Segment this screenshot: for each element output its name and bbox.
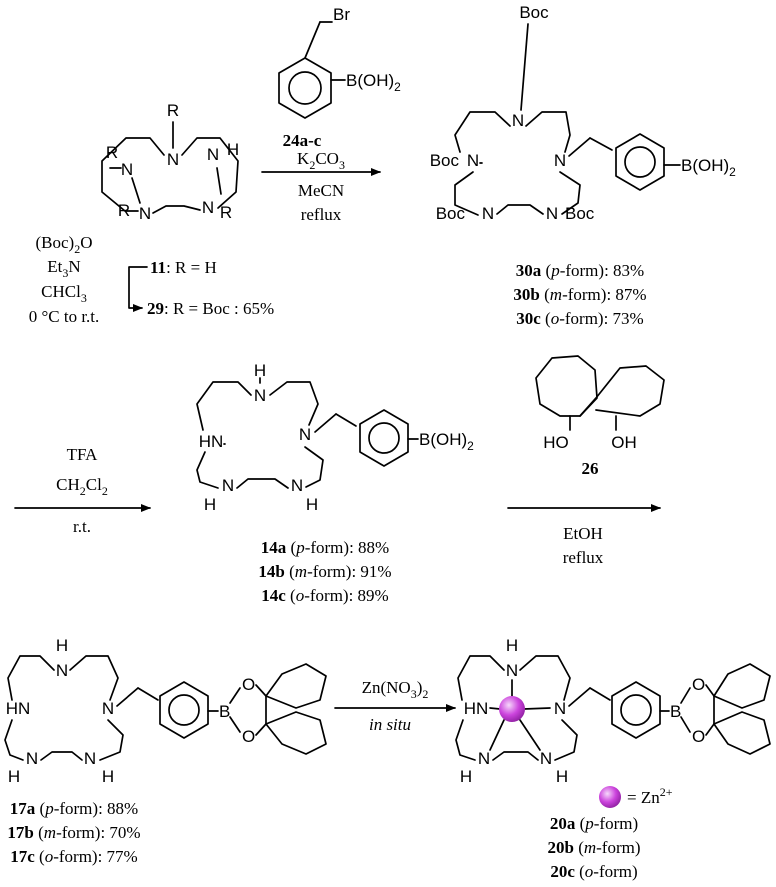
n-top: N <box>56 661 68 680</box>
boron-atom: B <box>670 702 681 721</box>
diol-oh-left: HO <box>543 433 569 452</box>
condition-reflux-2: reflux <box>563 548 604 567</box>
n-bottom-right: N <box>291 476 303 495</box>
condition-temp: 0 °C to r.t. <box>29 307 100 326</box>
zinc-ion-sphere <box>499 696 525 722</box>
n-right: N <box>554 699 566 718</box>
boron-atom: B <box>219 702 230 721</box>
cyclam-h-right: H <box>227 140 239 159</box>
condition-tfa: TFA <box>67 445 99 464</box>
compound-30-labels: 30a (p-form): 83% 30b (m-form): 87% 30c … <box>513 261 646 328</box>
zinc-legend-sphere <box>599 786 621 808</box>
compound-17-labels: 17a (p-form): 88% 17b (m-form): 70% 17c … <box>7 799 140 866</box>
reagent-24-structure: Br B(OH)2 <box>278 5 401 119</box>
hn-left: HN <box>464 699 489 718</box>
condition-boc2o: (Boc)2O <box>36 233 93 256</box>
h-top: H <box>506 636 518 655</box>
cyclam-n-top: N <box>167 150 179 169</box>
reagent-24-label: 24a-c <box>283 131 322 150</box>
h-bottom-left: H <box>8 767 20 786</box>
compound-17b-label: 17b (m-form): 70% <box>7 823 140 842</box>
zinc-legend-text: = Zn2+ <box>627 785 673 807</box>
diol-26-label: 26 <box>582 459 599 478</box>
cyclam-n-bottom-left: N <box>139 204 151 223</box>
condition-reflux: reflux <box>301 205 342 224</box>
complex-20b-label: 20b (m-form) <box>547 838 640 857</box>
condition-k2co3: K2CO3 <box>297 149 345 172</box>
condition-chcl3: CHCl3 <box>41 282 87 305</box>
diol-oh-right: OH <box>611 433 637 452</box>
nh-top-h: H <box>254 361 266 380</box>
n-left: N <box>467 151 479 170</box>
compound-30-structure: Boc N Boc N N N Boc N Boc B(OH)2 <box>430 3 736 223</box>
n-top: N <box>512 111 524 130</box>
complex-20-labels: 20a (p-form) 20b (m-form) 20c (o-form) <box>547 814 640 881</box>
h-top: H <box>56 636 68 655</box>
h-bottom-left: H <box>460 767 472 786</box>
n-bottom-right: N <box>84 749 96 768</box>
h-bottom-left: H <box>204 495 216 514</box>
bromo-atom: Br <box>333 5 350 24</box>
cyclam-r-top: R <box>167 101 179 120</box>
hn-left: HN <box>6 699 31 718</box>
boc-left: Boc <box>430 151 460 170</box>
compound-30b-label: 30b (m-form): 87% <box>513 285 646 304</box>
reagent-boronic-group: B(OH)2 <box>346 71 401 94</box>
condition-mecn: MeCN <box>298 181 344 200</box>
boc-top: Boc <box>519 3 549 22</box>
cyclam-r-structure: N R N R N H N R N R <box>101 101 239 223</box>
h-bottom-right: H <box>102 767 114 786</box>
cyclam-n-right: N <box>207 145 219 164</box>
diol-26-structure: HO OH <box>535 355 665 452</box>
condition-et3n: Et3N <box>47 257 80 280</box>
boc-bottom-right: Boc <box>565 204 595 223</box>
compound-30-boronic-group: B(OH)2 <box>681 156 736 179</box>
n-bottom-left: N <box>478 749 490 768</box>
cyclam-n-bottom-right: N <box>202 198 214 217</box>
n-right: N <box>554 151 566 170</box>
compound-17-structure: H N HN N N H N H B O O <box>4 636 327 786</box>
n-top: N <box>254 386 266 405</box>
n-bottom-left: N <box>222 476 234 495</box>
compound-11-label: 11: R = H <box>150 258 217 277</box>
n-top: N <box>506 661 518 680</box>
n-bottom-right: N <box>540 749 552 768</box>
compound-30c-label: 30c (o-form): 73% <box>516 309 643 328</box>
n-right: N <box>102 699 114 718</box>
complex-20-structure: H N HN N N H N H B O O <box>455 636 771 786</box>
hn-left: HN <box>199 432 224 451</box>
oxygen-bottom: O <box>242 727 255 746</box>
h-bottom-right: H <box>556 767 568 786</box>
n-bottom-left: N <box>482 204 494 223</box>
n-bottom-right: N <box>546 204 558 223</box>
condition-ch2cl2: CH2Cl2 <box>56 475 108 498</box>
compound-29-label: 29: R = Boc : 65% <box>147 299 274 318</box>
compound-17c-label: 17c (o-form): 77% <box>10 847 137 866</box>
compound-14-labels: 14a (p-form): 88% 14b (m-form): 91% 14c … <box>258 538 391 605</box>
compound-14a-label: 14a (p-form): 88% <box>261 538 389 557</box>
compound-14b-label: 14b (m-form): 91% <box>258 562 391 581</box>
complex-20c-label: 20c (o-form) <box>550 862 637 881</box>
compound-17a-label: 17a (p-form): 88% <box>10 799 138 818</box>
compound-14c-label: 14c (o-form): 89% <box>261 586 388 605</box>
cyclam-n-left: N <box>121 160 133 179</box>
n-bottom-left: N <box>26 749 38 768</box>
condition-in-situ: in situ <box>369 715 411 734</box>
condition-zinc-nitrate: Zn(NO3)2 <box>362 678 429 701</box>
oxygen-top: O <box>692 675 705 694</box>
compound-14-structure: H N HN N N H N H B(OH)2 <box>196 361 474 514</box>
cyclam-r-bottom-right: R <box>220 203 232 222</box>
h-bottom-right: H <box>306 495 318 514</box>
compound-30a-label: 30a (p-form): 83% <box>516 261 644 280</box>
oxygen-top: O <box>242 675 255 694</box>
oxygen-bottom: O <box>692 727 705 746</box>
complex-20a-label: 20a (p-form) <box>550 814 638 833</box>
n-right: N <box>299 425 311 444</box>
protection-arrow <box>128 266 148 312</box>
compound-14-boronic-group: B(OH)2 <box>419 430 474 453</box>
boc-bottom-left: Boc <box>436 204 466 223</box>
condition-etoh: EtOH <box>563 524 603 543</box>
condition-rt: r.t. <box>73 517 91 536</box>
